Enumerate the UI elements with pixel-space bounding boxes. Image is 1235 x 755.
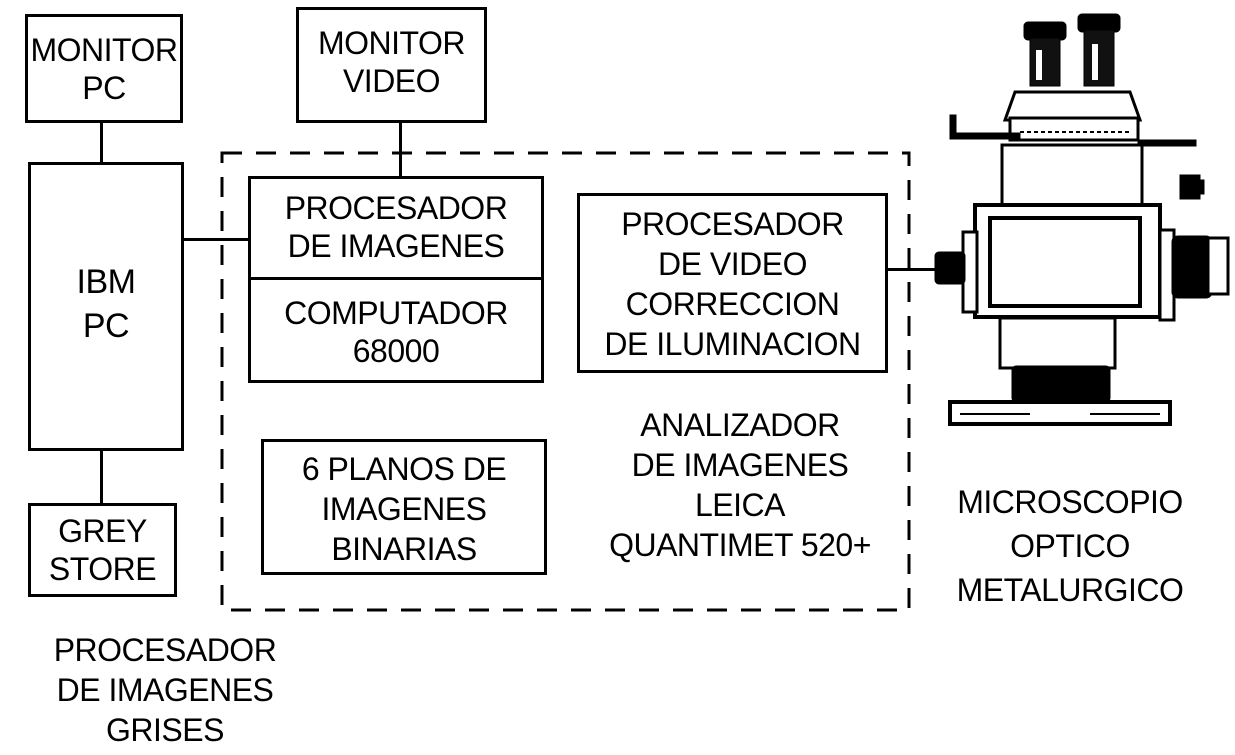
microscope-icon [0, 0, 1235, 755]
diagram-canvas: { "boxes": { "monitor_pc": "MONITOR\nPC"… [0, 0, 1235, 755]
